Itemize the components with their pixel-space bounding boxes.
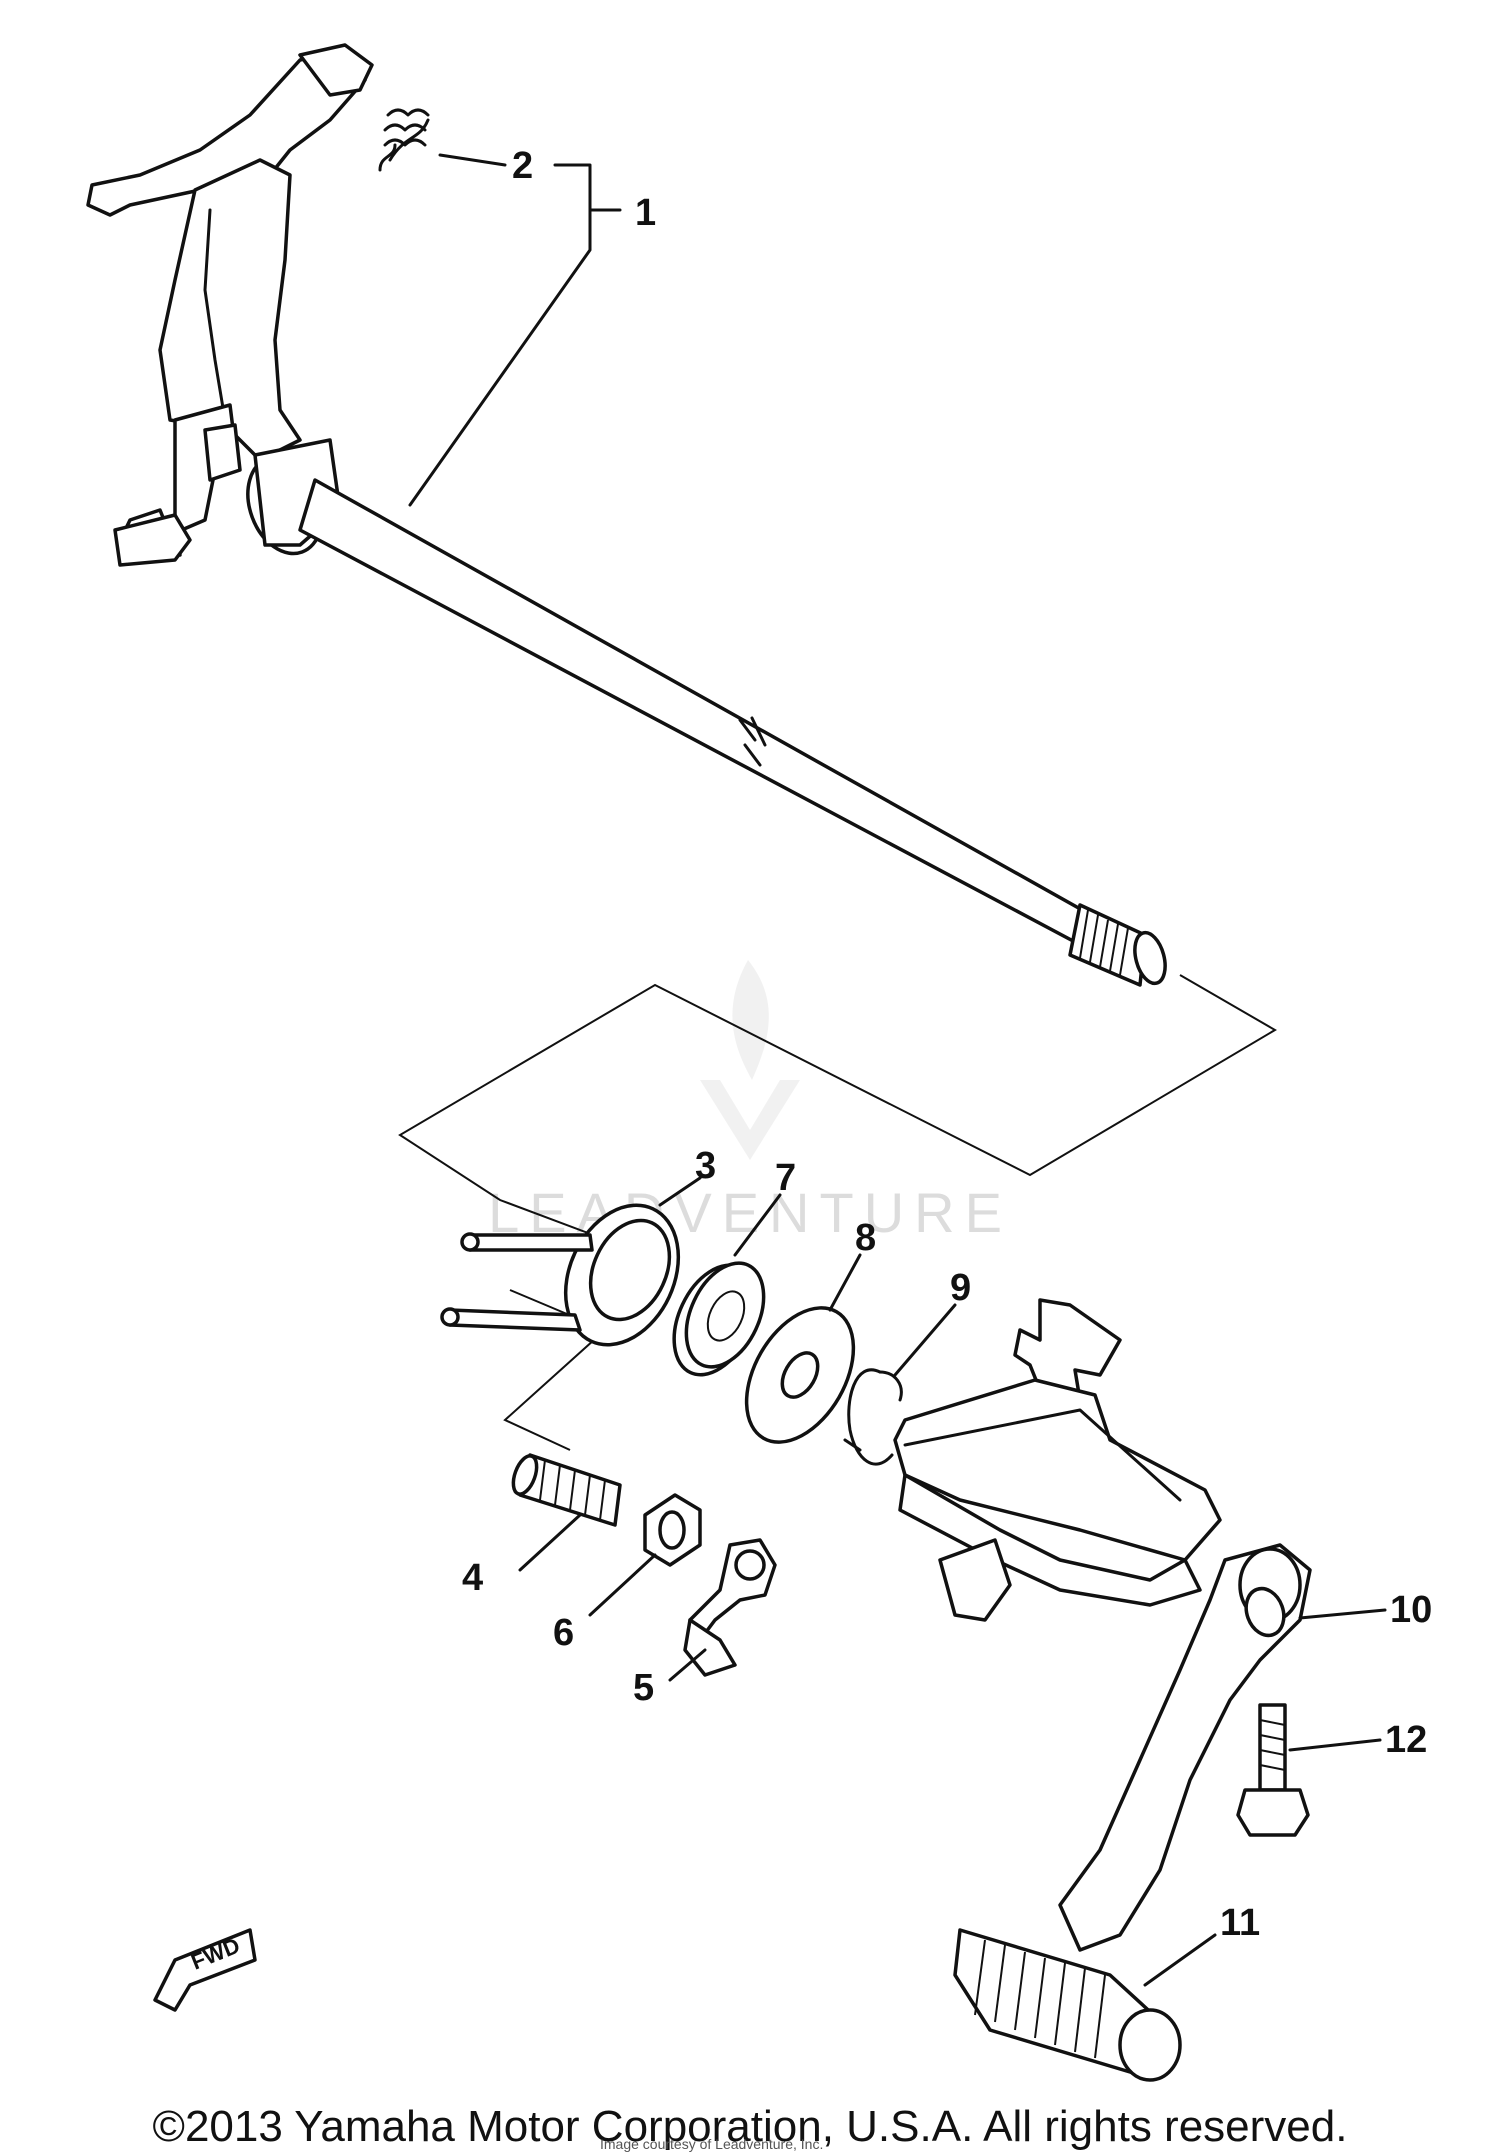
- spring-part-2: [378, 108, 430, 172]
- nut-part-6: [643, 1493, 702, 1567]
- callout-3: 3: [695, 1145, 716, 1187]
- callout-4: 4: [462, 1557, 483, 1599]
- stopper-lever-plate: [893, 1298, 1222, 1622]
- callout-7: 7: [775, 1157, 796, 1199]
- bolt-part-4: [511, 1453, 622, 1527]
- fwd-arrow-icon: FWD: [153, 1928, 257, 2012]
- callout-5: 5: [633, 1667, 654, 1709]
- collar-part-7: [672, 1261, 766, 1377]
- washer-part-8: [744, 1306, 856, 1444]
- reference-plane: [398, 974, 1277, 1451]
- circlip-part-9: [843, 1368, 903, 1466]
- oil-seal-part-3: [440, 1203, 681, 1347]
- image-courtesy-note: Image courtesy of Leadventure, Inc.: [600, 2136, 824, 2152]
- lever-part-5: [683, 1538, 777, 1677]
- callout-10: 10: [1390, 1589, 1432, 1631]
- watermark-logo: [700, 960, 800, 1160]
- callout-1: 1: [635, 192, 656, 234]
- callout-12: 12: [1385, 1719, 1427, 1761]
- callout-6: 6: [553, 1612, 574, 1654]
- callout-leaders: [518, 1176, 1387, 1987]
- pedal-rubber: [953, 1928, 1182, 2082]
- shift-shaft-assembly: [86, 43, 1167, 987]
- callout-9: 9: [950, 1267, 971, 1309]
- shift-pedal-part-11: [953, 1543, 1312, 2082]
- callout-labels: 1 2 3 4 5 6 7 8 9 10 11 12: [462, 145, 1432, 1944]
- bolt-part-12: [1236, 1703, 1310, 1837]
- leader-lines-upper: [408, 153, 622, 507]
- callout-2: 2: [512, 145, 533, 187]
- copyright-notice: ©2013 Yamaha Motor Corporation, U.S.A. A…: [152, 2102, 1348, 2151]
- callout-8: 8: [855, 1217, 876, 1259]
- callout-11: 11: [1220, 1902, 1260, 1944]
